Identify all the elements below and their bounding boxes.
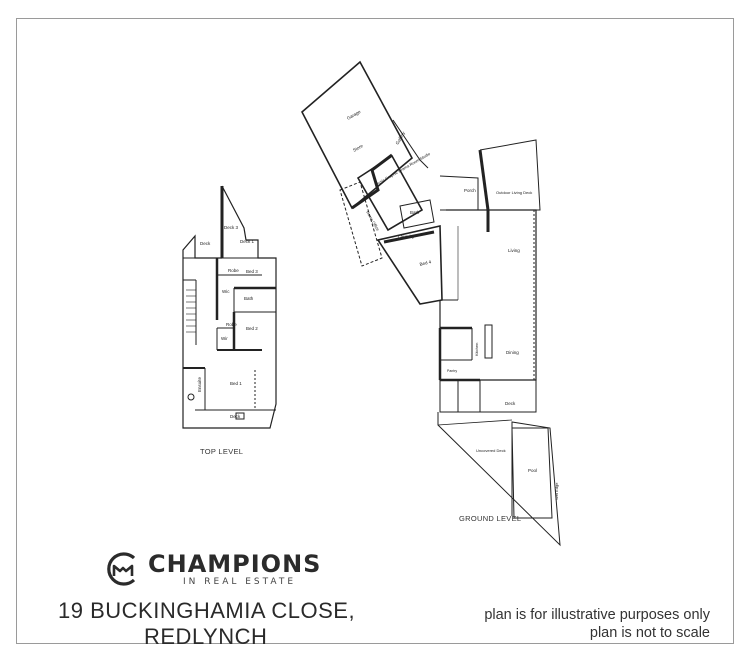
top-room-bed1: Bed 1 [230,381,242,386]
top-room-deck3: Deck 3 [224,225,239,230]
top-room-bed2: Bed 2 [246,326,258,331]
champions-logo-icon [107,552,136,586]
disclaimer-line-2: plan is not to scale [589,625,710,641]
ground-room-garage: Garage [346,109,362,121]
ground-room-kitchen: Kitchen [474,343,479,356]
ground-room-uncovered-deck: Uncovered Deck [476,448,506,453]
top-room-ensuite: Ensuite [197,376,202,392]
ground-room-living: Living [508,248,520,253]
ground-level-room-labels: Garage Store Gallery Music Graphic Drama… [346,109,559,500]
top-room-deck-bottom: Deck [230,414,241,419]
ground-room-bed4: Bed 4 [419,259,432,267]
ground-room-dining: Dining [506,350,519,355]
ground-room-bath: Bath [410,210,420,215]
top-room-bed3: Bed 3 [246,269,258,274]
address-line-1: 19 BUCKINGHAMIA CLOSE, [58,598,356,623]
brand-name: CHAMPIONS [148,550,322,578]
top-room-wic: Wic [222,289,230,294]
top-level-plan [182,185,277,429]
ground-room-store: Store [352,143,364,153]
top-room-robe2: Robe [226,322,237,327]
ground-room-music: Music Graphic Drama Room Studio [374,151,432,187]
ground-room-pool: Pool [528,468,537,473]
ground-level-label: GROUND LEVEL [459,514,522,523]
ground-room-porch: Porch [464,188,476,193]
disclaimer-line-1: plan is for illustrative purposes only [484,607,710,623]
address-line-2: REDLYNCH [144,624,268,649]
ground-room-gallery: Gallery [395,130,407,145]
top-level-room-labels: Deck 3 Deck 1 Deck Bed 3 Robe Wic Bath B… [197,225,258,419]
ground-level-plan [300,60,561,547]
top-room-deck: Deck [200,241,211,246]
page-frame [16,18,734,644]
top-level-label: TOP LEVEL [200,447,244,456]
top-room-bath: Bath [244,296,254,301]
ground-room-laundry: Laundry [398,234,415,239]
brand-tagline: IN REAL ESTATE [183,577,297,587]
top-room-wir: Wir [221,336,228,341]
ground-room-wet-edge: Wet Edge [554,482,559,500]
ground-room-pantry: Pantry [447,369,457,373]
ground-room-deck: Deck [505,401,516,406]
top-room-robe: Robe [228,268,239,273]
top-room-deck1: Deck 1 [240,239,255,244]
ground-room-outdoor: Outdoor Living Deck [496,190,532,195]
